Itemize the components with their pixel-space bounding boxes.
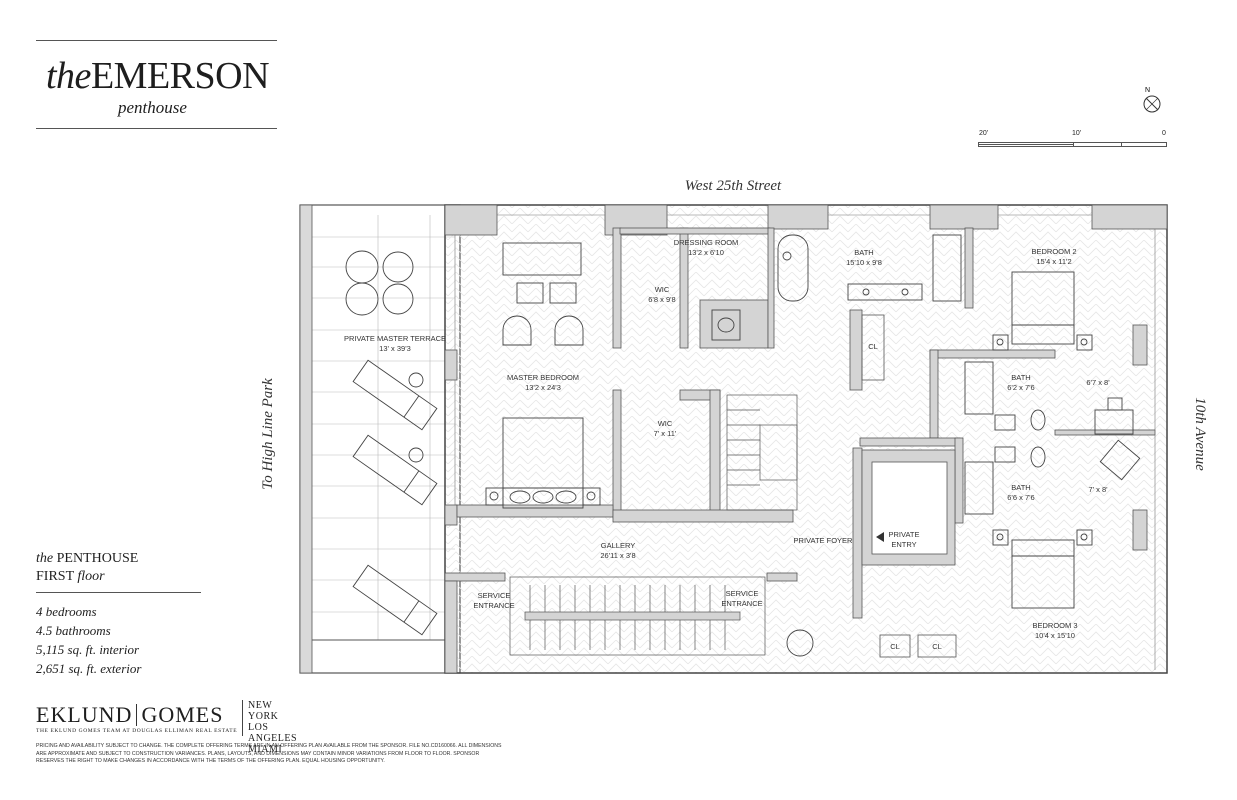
room-bath-3-name: BATH	[1011, 483, 1030, 492]
info-stat-interior: 5,115 sq. ft. interior	[36, 642, 140, 657]
terrace-decking	[312, 215, 455, 640]
closet-label-2: CL	[890, 642, 900, 651]
agency-city-miami: MIAMI	[248, 744, 283, 755]
room-wic-2-dims: 7' x 11'	[654, 429, 677, 438]
scale-label-0: 0	[1162, 130, 1166, 137]
scale-label-20: 20'	[979, 130, 989, 137]
agency-name: EKLUND GOMES	[36, 702, 223, 728]
interior-stair	[726, 394, 798, 511]
terrace-area	[299, 204, 461, 674]
info-floor-suffix: floor	[77, 569, 105, 584]
info-heading-the: the	[36, 551, 54, 566]
room-wic-1-name: WIC	[655, 285, 670, 294]
agency-name-right: GOMES	[141, 702, 224, 727]
street-west-25th: West 25th Street	[685, 178, 782, 194]
agency-cities: NEW YORK LOS ANGELES MIAMI	[248, 700, 297, 755]
info-stat-exterior: 2,651 sq. ft. exterior	[36, 661, 142, 676]
closet-label-1: CL	[868, 342, 878, 351]
info-stat-bathrooms: 4.5 bathrooms	[36, 623, 111, 638]
room-bedroom-3-dims: 10'4 x 15'10	[1035, 631, 1075, 640]
north-compass-icon: N	[1143, 87, 1161, 113]
info-heading: the PENTHOUSE	[36, 550, 236, 568]
private-entry-label-2: ENTRY	[891, 540, 916, 549]
street-10th-avenue: 10th Avenue	[1192, 397, 1208, 471]
room-terrace-dims: 13' x 39'3	[379, 344, 411, 353]
room-closet-2-dims: 7' x 8'	[1088, 485, 1108, 494]
info-stat-bedrooms: 4 bedrooms	[36, 604, 97, 619]
service-stair	[509, 576, 766, 656]
bath-fixtures	[711, 234, 1046, 515]
scale-bar-graphic	[978, 142, 1167, 147]
brand-title-the: the	[46, 55, 91, 97]
brand-top-rule	[36, 40, 277, 41]
room-wic-1-dims: 6'8 x 9'8	[648, 295, 675, 304]
closet-boxes	[861, 314, 957, 658]
room-master-bedroom-name: MASTER BEDROOM	[507, 373, 579, 382]
room-gallery-dims: 26'11 x 3'8	[600, 551, 635, 560]
agency-divider	[242, 700, 243, 736]
room-private-foyer-name: PRIVATE FOYER	[794, 536, 853, 545]
service-entrance-left-1: SERVICE	[478, 591, 511, 600]
room-master-bedroom-dims: 13'2 x 24'3	[525, 383, 561, 392]
scale-bar: 20' 10' 0	[978, 130, 1168, 150]
brand-bottom-rule	[36, 128, 277, 129]
room-bath-master-name: BATH	[854, 248, 873, 257]
agency-name-left: EKLUND	[36, 702, 133, 727]
scale-label-10: 10'	[1072, 130, 1082, 137]
service-entrance-right-2: ENTRANCE	[721, 599, 762, 608]
brand-header: theEMERSON penthouse	[36, 40, 277, 129]
agency-city-ny: NEW YORK	[248, 700, 279, 722]
walls	[444, 204, 1168, 674]
room-dressing-room-dims: 13'2 x 6'10	[688, 248, 724, 257]
info-floor-word: FIRST	[36, 569, 74, 584]
room-bedroom-3-name: BEDROOM 3	[1032, 621, 1077, 630]
room-bath-master-dims: 15'10 x 9'8	[846, 258, 882, 267]
bedroom-furniture	[782, 251, 1141, 657]
agency-tagline: THE EKLUND GOMES TEAM AT DOUGLAS ELLIMAN…	[36, 728, 238, 734]
legal-disclaimer: PRICING AND AVAILABILITY SUBJECT TO CHAN…	[36, 743, 502, 764]
room-bath-2-name: BATH	[1011, 373, 1030, 382]
compass-north-label: N	[1145, 87, 1150, 94]
brand-title: theEMERSON	[46, 54, 270, 98]
room-bedroom-2-name: BEDROOM 2	[1031, 247, 1076, 256]
service-entrance-right-1: SERVICE	[726, 589, 759, 598]
brand-title-name: EMERSON	[90, 55, 270, 97]
unit-info: the PENTHOUSE FIRST floor 4 bedrooms 4.5…	[36, 550, 236, 678]
room-closet-1-dims: 6'7 x 8'	[1086, 378, 1110, 387]
street-high-line: To High Line Park	[260, 378, 276, 490]
room-wic-2-name: WIC	[658, 419, 673, 428]
info-floor: FIRST floor	[36, 568, 236, 586]
closet-label-3: CL	[932, 642, 942, 651]
window-mullions	[454, 214, 1156, 670]
room-bath-3-dims: 6'6 x 7'6	[1007, 493, 1034, 502]
info-heading-name: PENTHOUSE	[56, 551, 139, 566]
elevator	[861, 449, 956, 566]
agency-city-la: LOS ANGELES	[248, 722, 298, 744]
private-entry-label-1: PRIVATE	[889, 530, 920, 539]
room-bath-2-dims: 6'2 x 7'6	[1007, 383, 1034, 392]
service-entrance-left-2: ENTRANCE	[473, 601, 514, 610]
info-divider	[36, 592, 201, 593]
room-labels: PRIVATE MASTER TERRACE 13' x 39'3 MASTER…	[344, 238, 1110, 651]
room-dressing-room-name: DRESSING ROOM	[674, 238, 739, 247]
brand-subtitle: penthouse	[118, 98, 187, 117]
room-bedroom-2-dims: 15'4 x 11'2	[1036, 257, 1071, 266]
master-bedroom-furniture	[485, 242, 601, 509]
room-gallery-name: GALLERY	[601, 541, 635, 550]
room-terrace-name: PRIVATE MASTER TERRACE	[344, 334, 446, 343]
terrace-furniture	[345, 250, 438, 636]
